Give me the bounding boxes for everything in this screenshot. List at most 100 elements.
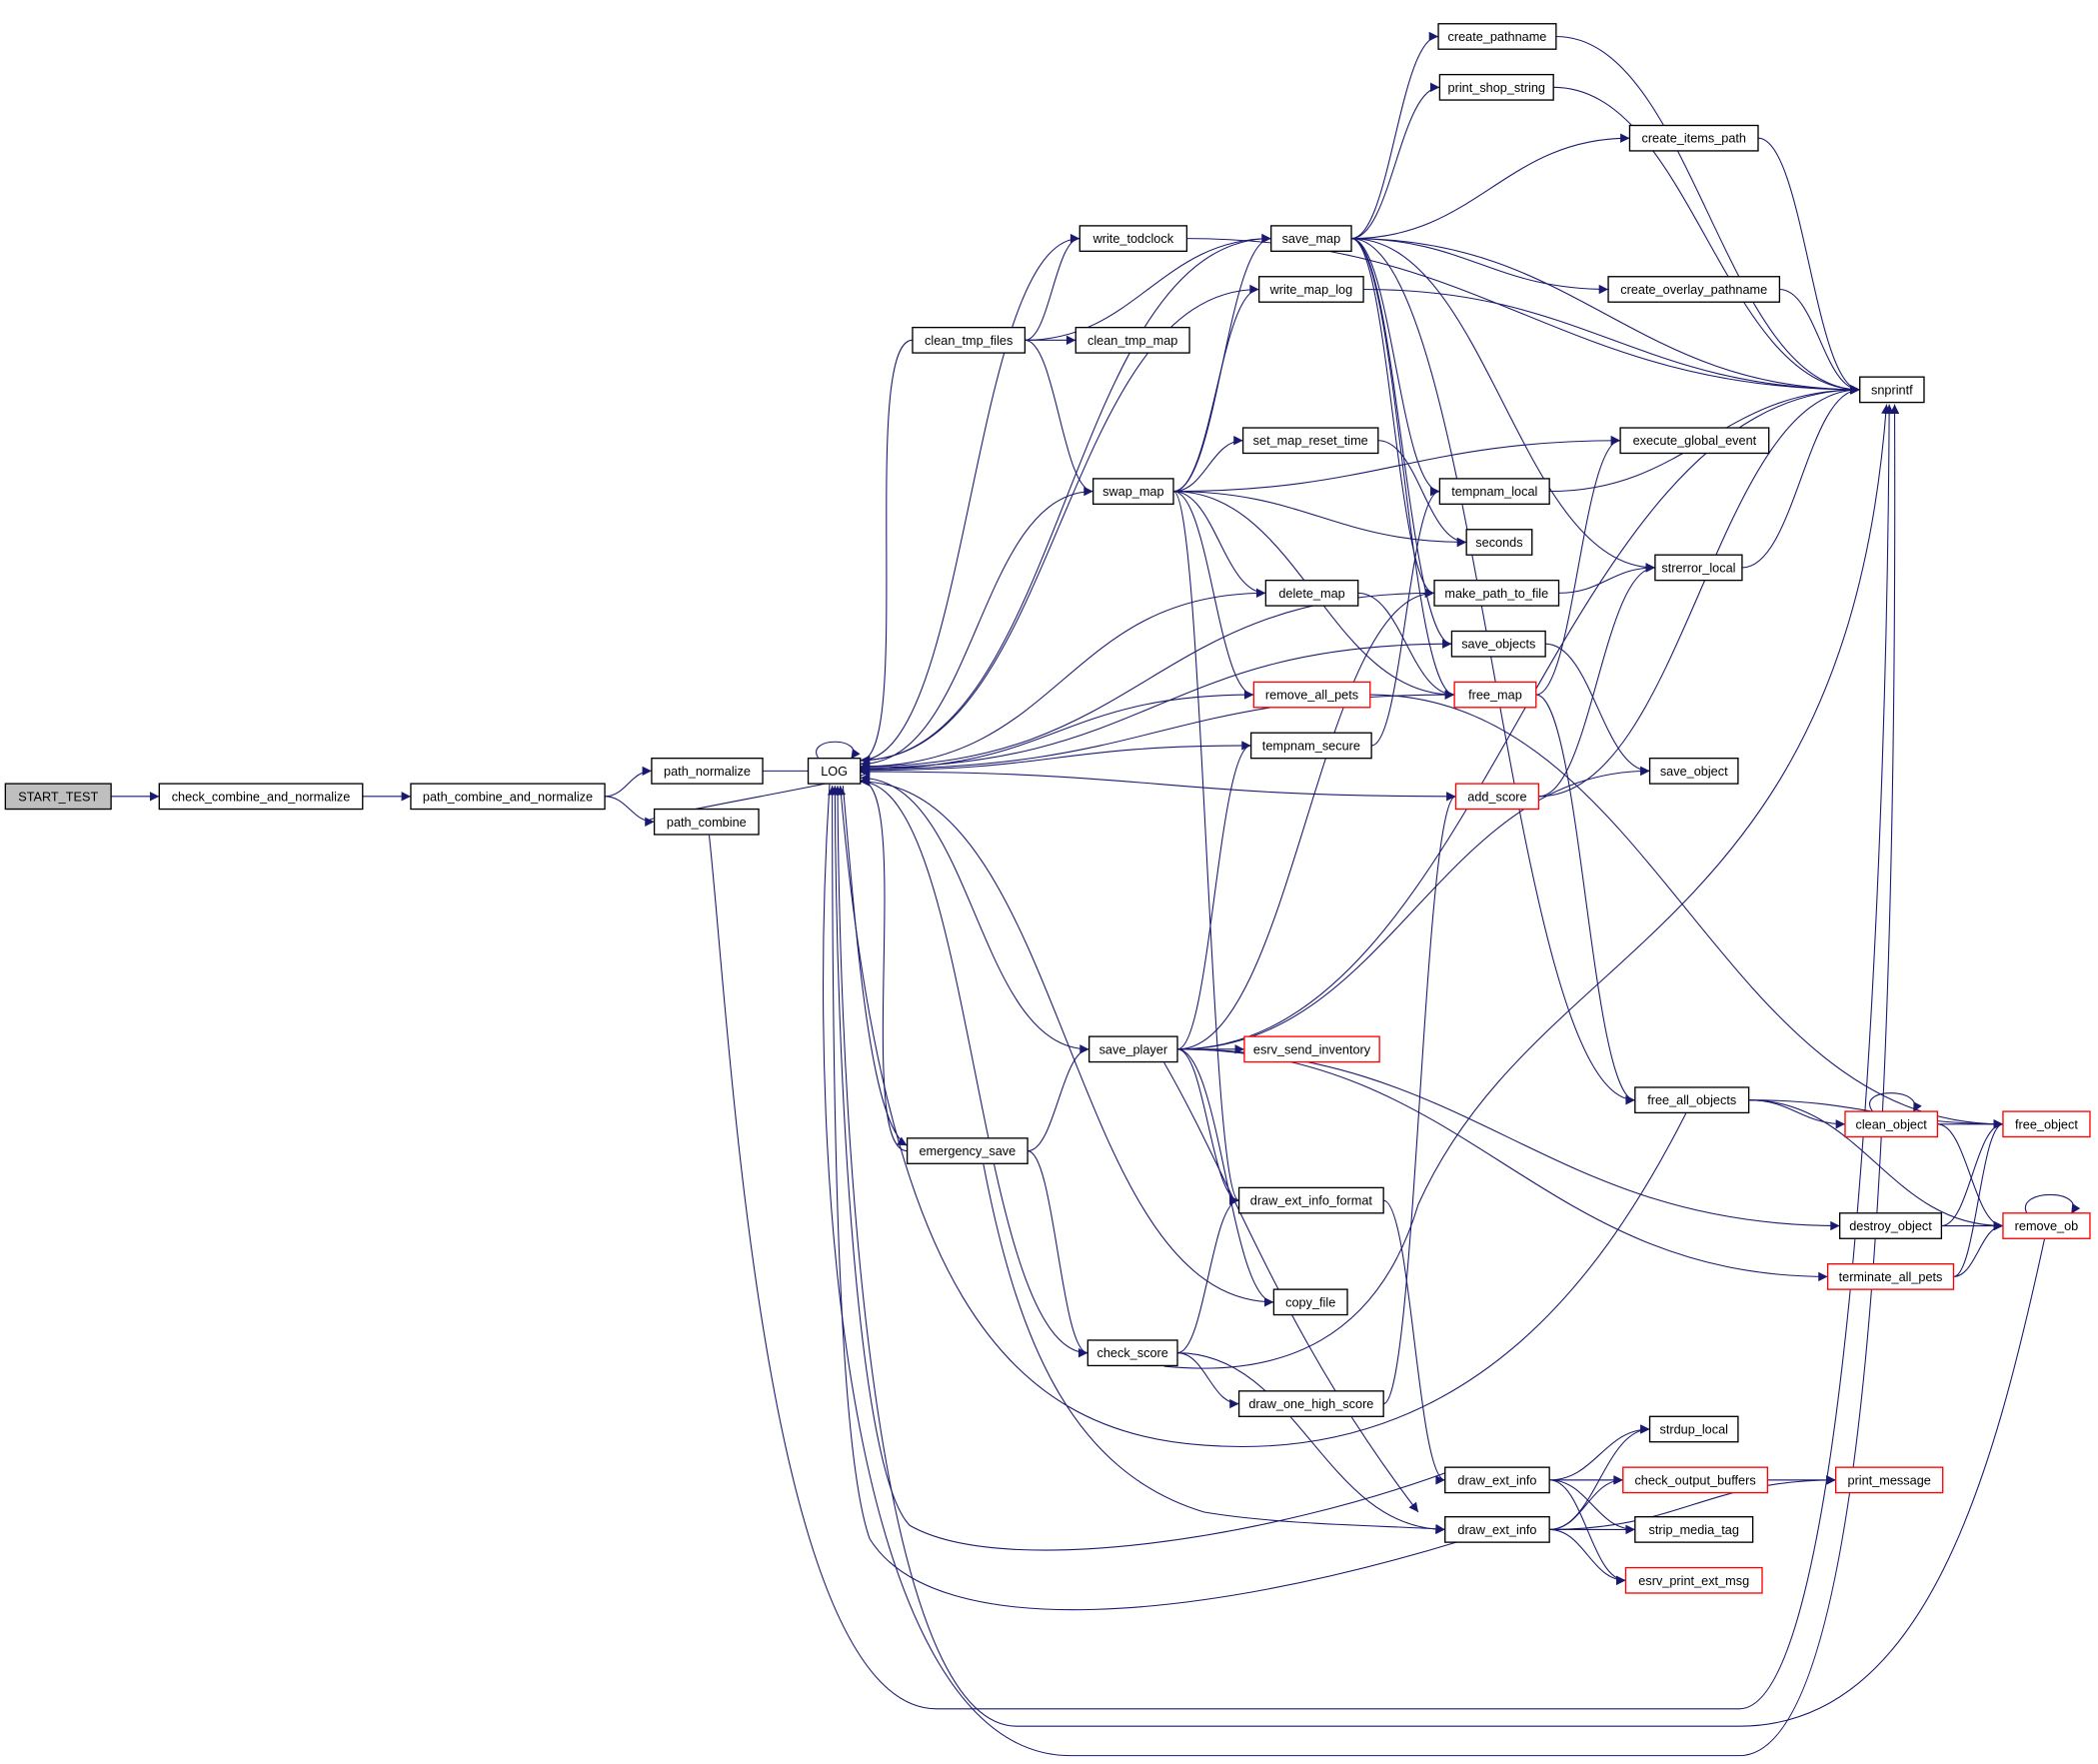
node-destroy_object[interactable]: destroy_object [1838, 1212, 1943, 1239]
node-swap_map[interactable]: swap_map [1092, 478, 1174, 506]
node-save_map[interactable]: save_map [1270, 225, 1352, 252]
node-print_shop_string[interactable]: print_shop_string [1438, 73, 1554, 101]
node-label: path_normalize [664, 764, 751, 779]
node-free_object[interactable]: free_object [2002, 1110, 2091, 1138]
node-delete_map[interactable]: delete_map [1264, 579, 1359, 607]
node-save_objects[interactable]: save_objects [1450, 630, 1546, 658]
node-label: remove_all_pets [1265, 688, 1358, 703]
edge-copy_file-to-LOG [860, 777, 1274, 1303]
node-label: esrv_send_inventory [1253, 1041, 1371, 1056]
edge-clean_tmp_files-to-LOG [860, 339, 913, 766]
edge-tempnam_secure-to-LOG [860, 745, 1251, 776]
node-label: clean_tmp_map [1087, 333, 1177, 348]
node-box [1257, 276, 1364, 303]
node-esrv_send_inventory[interactable]: esrv_send_inventory [1243, 1035, 1380, 1063]
node-label: tempnam_secure [1262, 738, 1360, 753]
node-create_overlay_pathname[interactable]: create_overlay_pathname [1607, 276, 1781, 303]
node-remove_ob[interactable]: remove_ob [2002, 1212, 2091, 1239]
edge-emergency_save-to-draw_ext_info_2 [983, 1163, 1445, 1534]
node-tempnam_local[interactable]: tempnam_local [1438, 478, 1550, 506]
node-path_normalize[interactable]: path_normalize [651, 758, 764, 785]
edge-swap_map-to-write_map_log [1172, 284, 1259, 493]
node-label: save_player [1099, 1041, 1168, 1056]
edge-free_all_objects-to-clean_object [1748, 1099, 1845, 1129]
edge-draw_ext_info_2-to-check_output_buffers [1549, 1475, 1623, 1530]
node-LOG[interactable]: LOG [807, 758, 862, 785]
node-terminate_all_pets[interactable]: terminate_all_pets [1826, 1263, 1955, 1290]
node-box [1607, 276, 1781, 303]
node-strdup_local[interactable]: strdup_local [1648, 1415, 1739, 1443]
node-box [1438, 73, 1554, 101]
node-free_map[interactable]: free_map [1453, 681, 1537, 709]
edge-save_player-to-draw_ext_info_format [1176, 1048, 1239, 1205]
node-START_TEST[interactable]: START_TEST [4, 783, 112, 811]
node-draw_ext_info_1[interactable]: draw_ext_info [1444, 1466, 1550, 1494]
node-save_object[interactable]: save_object [1648, 758, 1739, 785]
node-execute_global_event[interactable]: execute_global_event [1619, 427, 1770, 455]
node-check_output_buffers[interactable]: check_output_buffers [1622, 1466, 1769, 1494]
node-draw_one_high_score[interactable]: draw_one_high_score [1237, 1390, 1384, 1417]
edge-save_player-to-copy_file [1176, 1048, 1274, 1307]
node-box [2002, 1110, 2091, 1138]
node-box [1270, 225, 1352, 252]
node-label: draw_ext_info [1457, 1472, 1536, 1487]
node-label: swap_map [1102, 484, 1163, 499]
node-box [1450, 630, 1546, 658]
edge-tempnam_secure-to-tempnam_local [1370, 487, 1440, 747]
edge-path_combine_and_normalize-to-path_combine [605, 796, 655, 827]
node-clean_tmp_map[interactable]: clean_tmp_map [1074, 326, 1190, 354]
node-snprintf[interactable]: snprintf [1859, 376, 1925, 404]
node-seconds[interactable]: seconds [1465, 529, 1533, 556]
edge-clean_object-to-remove_ob [1937, 1123, 2004, 1231]
node-box [1654, 554, 1743, 582]
node-tempnam_secure[interactable]: tempnam_secure [1249, 732, 1372, 760]
edge-save_map-to-make_path_to_file [1350, 238, 1435, 598]
node-check_score[interactable]: check_score [1086, 1339, 1178, 1367]
node-write_map_log[interactable]: write_map_log [1257, 276, 1364, 303]
edge-path_combine_and_normalize-to-path_normalize [605, 766, 652, 798]
node-remove_all_pets[interactable]: remove_all_pets [1252, 681, 1371, 709]
node-esrv_print_ext_msg[interactable]: esrv_print_ext_msg [1624, 1566, 1763, 1594]
edge-free_map-to-execute_global_event [1535, 436, 1621, 696]
node-create_pathname[interactable]: create_pathname [1437, 23, 1557, 50]
node-box [1648, 758, 1739, 785]
node-draw_ext_info_format[interactable]: draw_ext_info_format [1237, 1186, 1384, 1214]
node-path_combine_and_normalize[interactable]: path_combine_and_normalize [410, 783, 606, 811]
node-clean_tmp_files[interactable]: clean_tmp_files [912, 326, 1027, 354]
node-print_message[interactable]: print_message [1834, 1466, 1944, 1494]
node-emergency_save[interactable]: emergency_save [906, 1137, 1029, 1164]
node-box [1264, 579, 1359, 607]
node-make_path_to_file[interactable]: make_path_to_file [1433, 579, 1560, 607]
edge-create_pathname-to-snprintf [1555, 35, 1860, 395]
node-box [1243, 1035, 1380, 1063]
edge-clean_tmp_files-to-write_todclock [1025, 233, 1080, 341]
node-write_todclock[interactable]: write_todclock [1078, 225, 1188, 252]
node-path_combine[interactable]: path_combine [653, 808, 760, 836]
node-check_combine_and_normalize[interactable]: check_combine_and_normalize [158, 783, 364, 811]
edge-clean_object-to-clean_object [1869, 1092, 1922, 1113]
node-strerror_local[interactable]: strerror_local [1654, 554, 1743, 582]
node-draw_ext_info_2[interactable]: draw_ext_info [1444, 1516, 1550, 1543]
node-box [1437, 23, 1557, 50]
edge-draw_ext_info_2-to-LOG [827, 786, 1459, 1611]
node-strip_media_tag[interactable]: strip_media_tag [1634, 1516, 1754, 1543]
node-copy_file[interactable]: copy_file [1272, 1288, 1348, 1316]
node-add_score[interactable]: add_score [1454, 783, 1540, 811]
node-free_all_objects[interactable]: free_all_objects [1634, 1086, 1750, 1114]
edge-draw_ext_info_1-to-esrv_print_ext_msg [1549, 1479, 1626, 1585]
node-label: snprintf [1871, 382, 1913, 397]
node-box [1252, 681, 1371, 709]
node-create_items_path[interactable]: create_items_path [1628, 124, 1759, 152]
node-label: free_all_objects [1647, 1092, 1736, 1107]
node-label: create_pathname [1448, 29, 1547, 44]
edge-draw_ext_info_1-to-LOG [830, 786, 1459, 1551]
edges-layer [111, 31, 2081, 1757]
node-set_map_reset_time[interactable]: set_map_reset_time [1241, 427, 1379, 455]
node-box [1454, 783, 1540, 811]
node-box [1634, 1516, 1754, 1543]
node-label: execute_global_event [1633, 433, 1757, 448]
node-clean_object[interactable]: clean_object [1844, 1110, 1939, 1138]
node-save_player[interactable]: save_player [1087, 1035, 1178, 1063]
